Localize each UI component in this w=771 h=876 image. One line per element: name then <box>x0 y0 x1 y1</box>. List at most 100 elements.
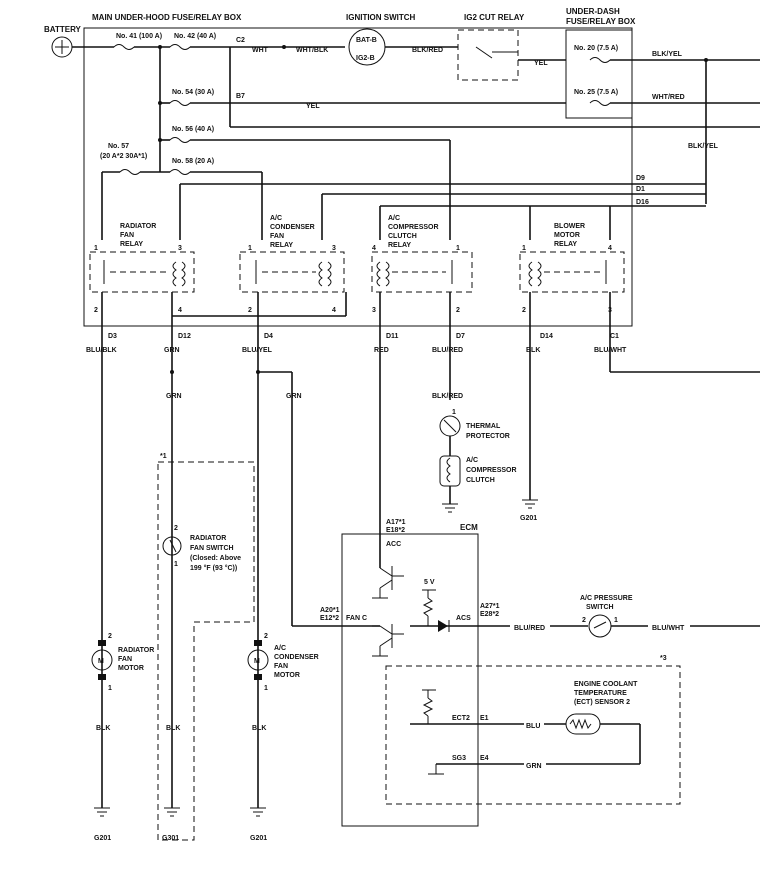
rad-motor-pin2: 2 <box>108 633 112 640</box>
ig2-cut-relay <box>457 29 519 81</box>
ect-outline <box>385 665 681 805</box>
thermal-l1: THERMAL <box>466 423 501 430</box>
ground-g301-icon <box>164 807 180 817</box>
ecm-fanc: FAN C <box>346 615 367 622</box>
fuse-41-label: No. 41 (100 A) <box>116 33 162 40</box>
wire-wht: WHT <box>252 47 269 54</box>
blower-relay-l1: BLOWER <box>554 223 585 230</box>
rad-switch-outline <box>157 461 255 841</box>
radiator-pin3: 3 <box>178 245 182 252</box>
pressure-sw-l2: SWITCH <box>586 604 614 611</box>
rad-motor-m: M <box>98 658 104 665</box>
ground-g201-a: G201 <box>94 835 111 842</box>
wire-blu-wht: BLU/WHT <box>594 347 627 354</box>
underdash-label-2: FUSE/RELAY BOX <box>566 17 636 26</box>
ecm-acs: ACS <box>456 615 471 622</box>
battery-label: BATTERY <box>44 25 82 34</box>
condenser-fan-motor <box>247 640 269 680</box>
comp-pin1: 1 <box>456 245 460 252</box>
note-3: *3 <box>660 655 667 662</box>
wire-blu-wht-ps: BLU/WHT <box>652 625 685 632</box>
fuse-56 <box>169 137 191 143</box>
rad-sw-pin2: 2 <box>174 525 178 532</box>
fuse-25-label: No. 25 (7.5 A) <box>574 89 618 96</box>
rad-sw-l4: 199 °F (93 °C)) <box>190 564 237 572</box>
radiator-fan-relay <box>89 251 195 293</box>
fuse-54 <box>169 100 191 106</box>
ecm-e1: E1 <box>480 715 489 722</box>
cond-motor-l2: CONDENSER <box>274 654 319 661</box>
pressure-sw-l1: A/C PRESSURE <box>580 595 633 602</box>
rad-sw-pin1: 1 <box>174 561 178 568</box>
radiator-pin2: 2 <box>94 307 98 314</box>
rad-motor-pin1: 1 <box>108 685 112 692</box>
comp-relay-l4: RELAY <box>388 242 411 249</box>
wire-blk-m1: BLK <box>96 725 110 732</box>
radiator-relay-l3: RELAY <box>120 241 143 248</box>
pressure-pin2: 2 <box>582 617 586 624</box>
ground-g201-a-icon <box>94 807 110 817</box>
blower-relay-l3: RELAY <box>554 241 577 248</box>
ign-ig2: IG2-B <box>356 55 375 62</box>
ect-l1: ENGINE COOLANT <box>574 681 638 688</box>
wire-blk-red-2: BLK/RED <box>432 393 463 400</box>
ecm-e4: E4 <box>480 755 489 762</box>
wire-blk-red: BLK/RED <box>412 47 443 54</box>
ig2-cut-relay-label: IG2 CUT RELAY <box>464 13 525 22</box>
rad-sw-l2: FAN SWITCH <box>190 545 234 552</box>
ecm-sg3: SG3 <box>452 755 466 762</box>
conn-d12: D12 <box>178 333 191 340</box>
wire-blu-sens: BLU <box>526 723 540 730</box>
conn-d16: D16 <box>636 199 649 206</box>
comp-relay-l2: COMPRESSOR <box>388 224 439 231</box>
wire-grn-sens: GRN <box>526 763 542 770</box>
cond-pin4: 4 <box>332 307 336 314</box>
ground-clutch-icon <box>442 503 458 513</box>
fuse-25 <box>589 100 611 106</box>
rad-motor-l3: MOTOR <box>118 665 144 672</box>
compressor-clutch-relay <box>371 251 473 293</box>
ground-g201-b-icon <box>250 807 266 817</box>
conn-c1: C1 <box>610 333 619 340</box>
wire-yel: YEL <box>534 60 548 67</box>
note-1: *1 <box>160 453 167 460</box>
wire-grn: GRN <box>164 347 180 354</box>
cond-motor-l1: A/C <box>274 645 286 652</box>
cond-relay-l3: FAN <box>270 233 284 240</box>
wire-grn-3: GRN <box>286 393 302 400</box>
wire-blk: BLK <box>526 347 540 354</box>
thermal-pin1: 1 <box>452 409 456 416</box>
blower-relay-l2: MOTOR <box>554 232 580 239</box>
ground-g201-blower-icon <box>522 499 538 509</box>
fuse-58 <box>169 169 191 175</box>
rad-sw-l3: (Closed: Above <box>190 555 241 562</box>
cond-pin3: 3 <box>332 245 336 252</box>
radiator-pin4: 4 <box>178 307 182 314</box>
cond-motor-l3: FAN <box>274 663 288 670</box>
ecm-acc: ACC <box>386 541 401 548</box>
wire-grn-2: GRN <box>166 393 182 400</box>
ground-g301: G301 <box>162 835 179 842</box>
main-fuse-box-title: MAIN UNDER-HOOD FUSE/RELAY BOX <box>92 13 242 22</box>
comp-pin2: 2 <box>456 307 460 314</box>
conn-d3: D3 <box>108 333 117 340</box>
wire-blk-m2: BLK <box>252 725 266 732</box>
wire-blu-red-acs: BLU/RED <box>514 625 545 632</box>
fuse-57-rating: (20 A*2 30A*1) <box>100 153 147 160</box>
cond-motor-m: M <box>254 658 260 665</box>
radiator-relay-l2: FAN <box>120 232 134 239</box>
blower-motor-relay <box>519 251 625 293</box>
ect-l2: TEMPERATURE <box>574 690 627 697</box>
cond-pin1: 1 <box>248 245 252 252</box>
cond-relay-l1: A/C <box>270 215 282 222</box>
ect-l3: (ECT) SENSOR 2 <box>574 699 630 706</box>
ecm-ect2: ECT2 <box>452 715 470 722</box>
comp-pin3: 3 <box>372 307 376 314</box>
blower-pin4: 4 <box>608 245 612 252</box>
cond-motor-pin2: 2 <box>264 633 268 640</box>
rad-motor-l1: RADIATOR <box>118 647 154 654</box>
wire-red: RED <box>374 347 389 354</box>
blower-pin1: 1 <box>522 245 526 252</box>
fuse-42 <box>169 44 191 50</box>
